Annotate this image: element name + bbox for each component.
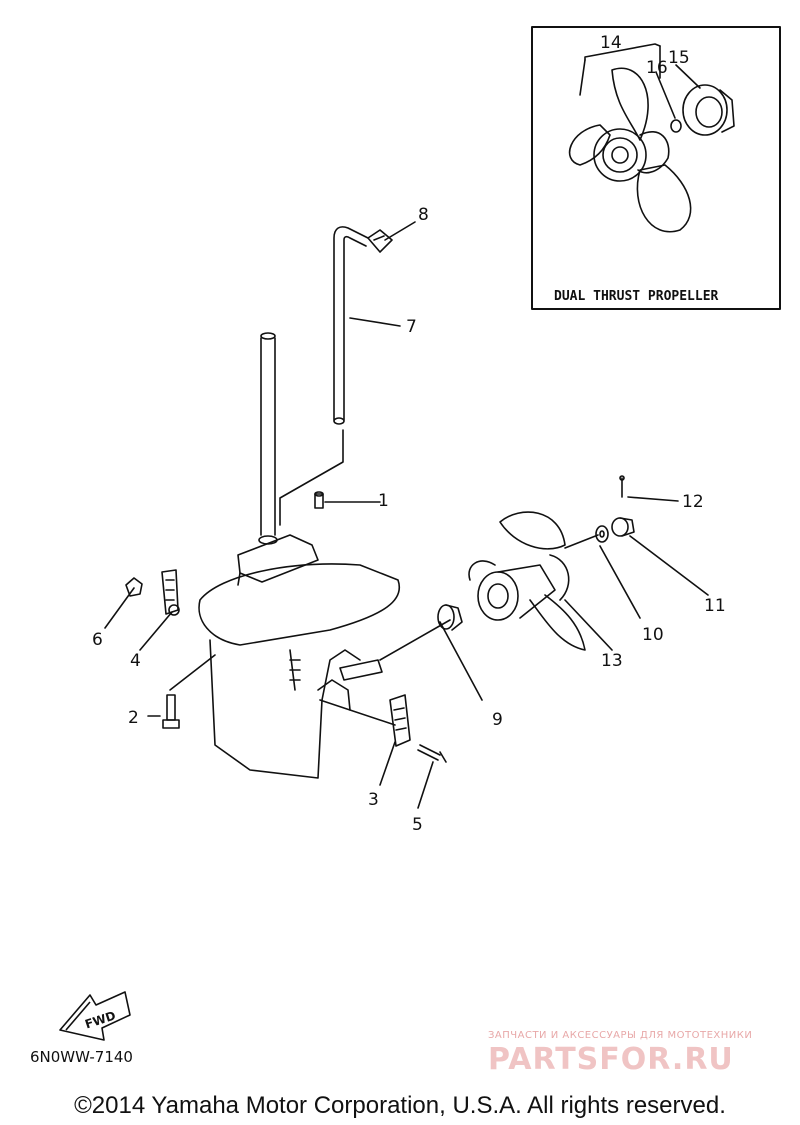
bolt (162, 694, 180, 729)
watermark-tagline: ЗАПЧАСТИ И АКСЕССУАРЫ ДЛЯ МОТОТЕХНИКИ (488, 1030, 753, 1041)
lower-unit-housing (198, 534, 401, 779)
thrust-washer (437, 604, 463, 631)
inset-caption: DUAL THRUST PROPELLER (554, 289, 719, 304)
inset-frame (531, 26, 781, 310)
callout-8: 8 (418, 205, 429, 225)
trim-tab-right (389, 694, 411, 747)
diagram-code: 6N0WW-7140 (30, 1048, 133, 1066)
callout-9: 9 (492, 710, 503, 730)
propeller (468, 511, 586, 651)
trim-tab-left (161, 569, 180, 616)
fwd-label: FWD (83, 1008, 117, 1031)
water-tube (333, 226, 369, 425)
screw (417, 744, 447, 763)
callout-7: 7 (406, 317, 417, 337)
washer (595, 525, 609, 543)
propeller-nut (611, 517, 635, 537)
callout-4: 4 (130, 651, 141, 671)
inset-propeller (568, 67, 692, 233)
copyright: ©2014 Yamaha Motor Corporation, U.S.A. A… (74, 1092, 726, 1119)
callout-12: 12 (682, 492, 704, 512)
watermark-brand: PARTSFOR.RU (488, 1042, 734, 1077)
cotter-pin (619, 475, 625, 498)
inset-nut (682, 84, 735, 136)
callout-6: 6 (92, 630, 103, 650)
drive-shaft (260, 332, 276, 536)
dowel-pin (314, 491, 324, 509)
grommet (367, 229, 393, 253)
callout-16: 16 (646, 58, 668, 78)
callout-11: 11 (704, 596, 726, 616)
nut (125, 577, 143, 597)
propeller-shaft (339, 659, 383, 681)
callout-15: 15 (668, 48, 690, 68)
fwd-arrow-icon (59, 991, 131, 1041)
callout-3: 3 (368, 790, 379, 810)
callout-10: 10 (642, 625, 664, 645)
callout-5: 5 (412, 815, 423, 835)
callout-14: 14 (600, 33, 622, 53)
inset-washer (670, 119, 682, 133)
callout-2: 2 (128, 708, 139, 728)
callout-1: 1 (378, 491, 389, 511)
callout-13: 13 (601, 651, 623, 671)
